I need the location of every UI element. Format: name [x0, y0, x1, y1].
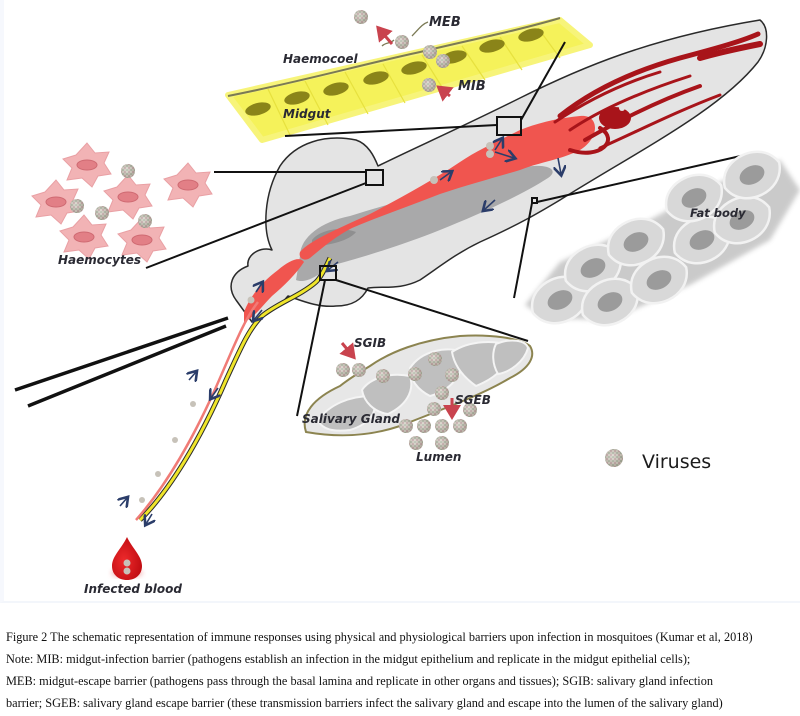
haemocyte-cell	[163, 162, 213, 208]
label-haemocytes: Haemocytes	[58, 253, 141, 267]
sgib-red-arrow	[339, 342, 356, 360]
virus-particle	[95, 206, 109, 220]
virus-particle	[423, 45, 437, 59]
caption-line-3: MEB: midgut-escape barrier (pathogens pa…	[6, 674, 713, 688]
caption-line-1: Figure 2 The schematic representation of…	[6, 630, 753, 644]
virus-particle-icon	[605, 449, 623, 467]
haemocyte-cell	[62, 142, 112, 188]
virus-particle	[427, 402, 441, 416]
virus-particle	[352, 363, 366, 377]
virus-particle	[395, 35, 409, 49]
label-infected-blood: Infected blood	[84, 582, 182, 596]
label-sgeb: SGEB	[455, 393, 491, 407]
figure-caption: Figure 2 The schematic representation of…	[6, 628, 798, 716]
callout-lines	[145, 41, 746, 417]
caption-line-2: Note: MIB: midgut-infection barrier (pat…	[6, 652, 691, 666]
label-meb: MEB	[429, 15, 461, 30]
virus-particle	[376, 369, 390, 383]
virus-particle	[435, 419, 449, 433]
virus-particle	[435, 386, 449, 400]
virus-particle	[354, 10, 368, 24]
label-midgut: Midgut	[283, 107, 332, 121]
mosquito-body	[14, 19, 768, 524]
legend-viruses-label: Viruses	[642, 451, 711, 473]
antenna-line	[14, 316, 229, 392]
haemocyte-cell	[103, 174, 153, 220]
virus-particle	[445, 368, 459, 382]
infected-blood-drop: Infected blood	[84, 537, 182, 596]
virus-particle	[428, 352, 442, 366]
virus-particle	[417, 419, 431, 433]
meb-red-arrow	[376, 25, 394, 45]
virus-particle	[422, 78, 436, 92]
salivary-callout-box	[319, 265, 337, 281]
antenna-line	[27, 324, 227, 408]
haemocyte-callout-box	[365, 169, 384, 186]
label-fat-body: Fat body	[690, 206, 746, 220]
virus-particle	[436, 54, 450, 68]
label-lumen: Lumen	[416, 450, 461, 464]
fat-body-inset: Fat body	[522, 141, 800, 336]
legend: Viruses	[605, 449, 711, 473]
virus-particle	[70, 199, 84, 213]
mosquito-infection-diagram: MEB MIB Haemocoel Midgut	[0, 10, 800, 603]
label-mib: MIB	[458, 79, 486, 94]
midgut-epithelium-inset: MEB MIB Haemocoel Midgut	[225, 10, 593, 143]
virus-particle	[409, 436, 423, 450]
label-haemocoel: Haemocoel	[283, 52, 359, 66]
label-sgib: SGIB	[354, 336, 386, 350]
label-salivary-gland: Salivary Gland	[302, 412, 400, 426]
virus-particle	[408, 367, 422, 381]
virus-particle	[336, 363, 350, 377]
virus-particle	[121, 164, 135, 178]
haemocytes-inset: Haemocytes	[31, 142, 213, 267]
blood-drop-icon	[112, 537, 142, 580]
virus-particle	[453, 419, 467, 433]
salivary-gland-inset: SGIB SGEB Salivary Gland Lumen	[302, 334, 534, 464]
fat-body-callout-box	[531, 197, 538, 204]
virus-particle	[435, 436, 449, 450]
mib-red-arrow	[436, 85, 454, 102]
virus-particle	[138, 214, 152, 228]
virus-particle	[399, 419, 413, 433]
caption-line-4: barrier; SGEB: salivary gland escape bar…	[6, 696, 723, 710]
